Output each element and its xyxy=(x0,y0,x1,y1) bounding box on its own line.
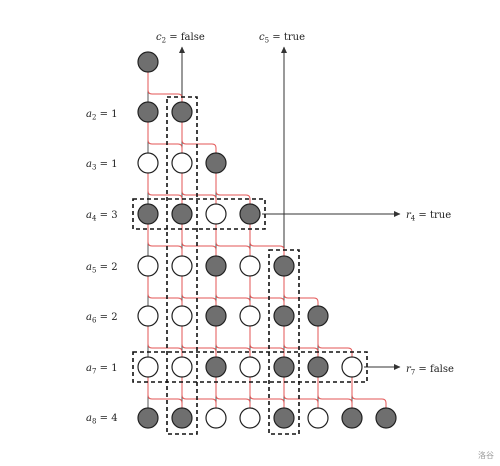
filled-node xyxy=(375,407,397,429)
filled-node xyxy=(273,356,295,378)
empty-node xyxy=(239,407,261,429)
path-segment xyxy=(147,224,183,256)
empty-node xyxy=(171,255,193,277)
path-segment xyxy=(181,224,217,256)
path-segment xyxy=(249,224,285,256)
path-segment xyxy=(147,173,183,204)
filled-node xyxy=(273,305,295,327)
empty-node xyxy=(239,356,261,378)
filled-node xyxy=(273,407,295,429)
row-box-r4 xyxy=(132,198,266,230)
path-segment xyxy=(283,326,319,357)
empty-node xyxy=(341,356,363,378)
path-segment xyxy=(147,377,183,408)
path-segment xyxy=(215,224,251,256)
result-label-r7: r7 = false xyxy=(406,364,454,377)
empty-node xyxy=(171,152,193,174)
row-label-a4: a4 = 3 xyxy=(86,210,118,223)
filled-node xyxy=(137,203,159,225)
filled-node xyxy=(137,101,159,123)
row-label-a8: a8 = 4 xyxy=(86,413,118,426)
path-segment xyxy=(317,377,353,408)
filled-node xyxy=(205,356,227,378)
row-label-a5: a5 = 2 xyxy=(86,262,118,275)
path-segment xyxy=(181,173,217,204)
empty-node xyxy=(239,255,261,277)
path-segment xyxy=(215,377,251,408)
empty-node xyxy=(137,255,159,277)
empty-node xyxy=(205,407,227,429)
empty-node xyxy=(137,356,159,378)
row-label-a3: a3 = 1 xyxy=(86,159,118,172)
row-label-a7: a7 = 1 xyxy=(86,363,118,376)
path-segment xyxy=(351,377,387,408)
empty-node xyxy=(239,305,261,327)
path-segment xyxy=(147,326,183,357)
filled-node xyxy=(239,203,261,225)
filled-node xyxy=(171,407,193,429)
row-label-a6: a6 = 2 xyxy=(86,312,118,325)
filled-node xyxy=(307,305,329,327)
path-segment xyxy=(283,276,319,306)
filled-node xyxy=(205,255,227,277)
path-segment xyxy=(181,276,217,306)
result-label-r4: r4 = true xyxy=(406,210,451,223)
path-segment xyxy=(147,122,183,153)
path-segment xyxy=(249,326,285,357)
lattice-nodes xyxy=(137,51,397,429)
path-segment xyxy=(215,326,251,357)
empty-node xyxy=(137,305,159,327)
row-label-a2: a2 = 1 xyxy=(86,109,118,122)
filled-node xyxy=(137,407,159,429)
filled-node xyxy=(137,51,159,73)
path-segment xyxy=(181,122,217,153)
path-segment xyxy=(147,276,183,306)
path-segment xyxy=(283,377,319,408)
path-segment xyxy=(181,377,217,408)
row-box-r7 xyxy=(132,351,368,383)
filled-node xyxy=(205,152,227,174)
red-path-segments xyxy=(147,72,387,408)
path-segment xyxy=(215,276,251,306)
column-box-c5 xyxy=(268,249,300,435)
filled-node xyxy=(205,305,227,327)
path-segment xyxy=(181,326,217,357)
filled-node xyxy=(341,407,363,429)
empty-node xyxy=(171,356,193,378)
filled-node xyxy=(307,356,329,378)
column-label-c2: c2 = false xyxy=(156,32,205,45)
filled-node xyxy=(273,255,295,277)
watermark: 洛谷 xyxy=(478,450,494,460)
empty-node xyxy=(205,203,227,225)
dashed-boxes xyxy=(132,96,368,435)
path-segment xyxy=(215,173,251,204)
filled-node xyxy=(171,101,193,123)
arrows xyxy=(179,46,401,370)
empty-node xyxy=(137,152,159,174)
filled-node xyxy=(171,203,193,225)
empty-node xyxy=(171,305,193,327)
empty-node xyxy=(307,407,329,429)
path-segment xyxy=(249,377,285,408)
column-box-c2 xyxy=(166,96,198,435)
path-segment xyxy=(317,326,353,357)
column-label-c5: c5 = true xyxy=(259,32,305,45)
path-segment xyxy=(249,276,285,306)
